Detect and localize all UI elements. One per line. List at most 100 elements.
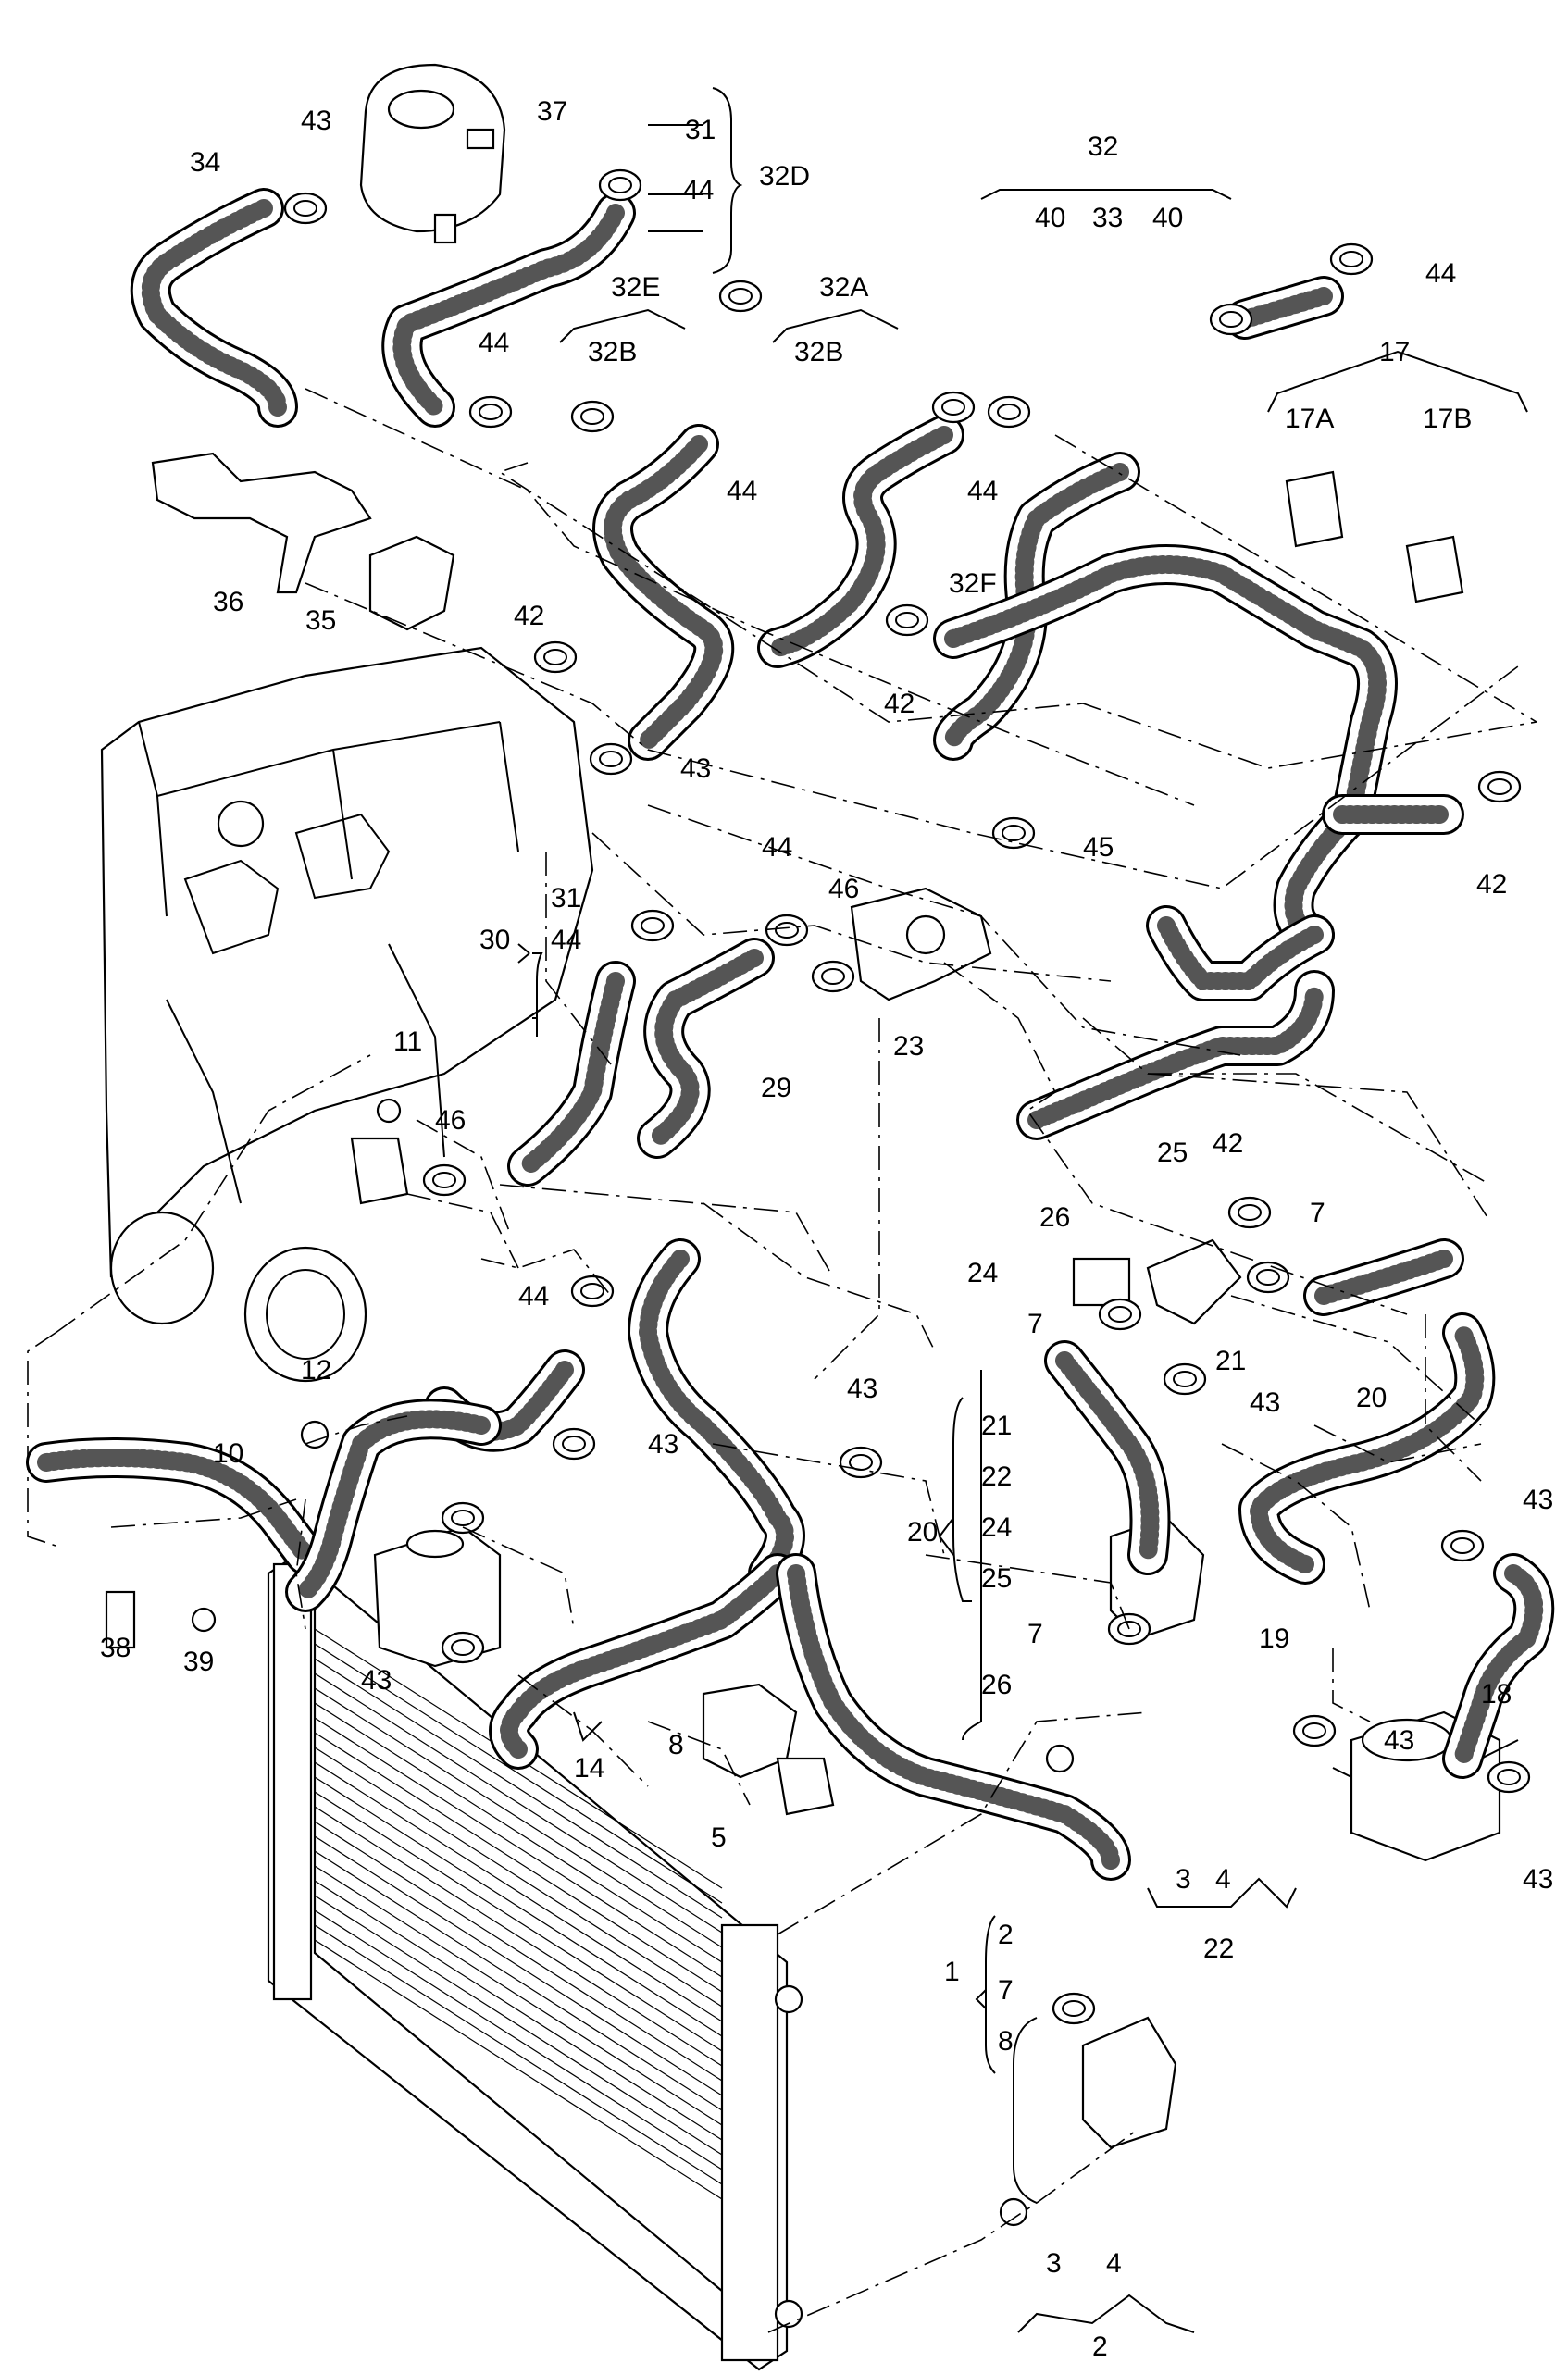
clamp-7 [1209, 303, 1253, 336]
callout-34: 34 [190, 147, 220, 178]
hose-32D [392, 204, 625, 417]
callout-33: 33 [1092, 203, 1123, 233]
clamp-9 [533, 640, 578, 674]
clamp-inner-23 [1173, 1371, 1197, 1387]
callout-44: 44 [762, 832, 792, 863]
clamp-31 [1227, 1196, 1272, 1229]
clamp-27 [1440, 1529, 1485, 1562]
callout-7: 7 [1310, 1198, 1325, 1228]
radiator-fin [314, 1643, 723, 1904]
callout-24: 24 [981, 1512, 1012, 1543]
callout-20: 20 [907, 1517, 938, 1548]
callout-31: 31 [685, 115, 716, 145]
clamp-inner-7 [1219, 311, 1243, 328]
clamp-13 [991, 816, 1036, 850]
callout-44: 44 [1425, 258, 1456, 289]
clamp-inner-13 [1002, 825, 1026, 841]
callout-44: 44 [518, 1281, 549, 1312]
hose-29 [648, 949, 764, 1148]
callout-12: 12 [301, 1355, 331, 1386]
hose-34 [141, 199, 287, 417]
clamp-15 [765, 914, 809, 947]
hose-40 [1236, 287, 1333, 329]
radiator [267, 1553, 803, 2371]
hose-feed-23 [1027, 981, 1324, 1129]
callout-5: 5 [711, 1822, 727, 1853]
radiator-fin [314, 1895, 723, 2156]
callout-17: 17 [1379, 337, 1410, 367]
callout-4: 4 [1215, 1864, 1231, 1895]
hose-18 [1453, 1564, 1544, 1768]
clamp-inner-29 [1497, 1769, 1521, 1785]
clamp-26 [441, 1631, 485, 1664]
callout-4: 4 [1106, 2248, 1122, 2279]
callout-39: 39 [183, 1647, 214, 1677]
clamp-18 [570, 1275, 615, 1308]
clamp-1 [598, 168, 642, 202]
clamp-inner-17 [432, 1172, 456, 1188]
clamp-22 [1246, 1261, 1290, 1294]
clamp-3 [570, 400, 615, 433]
hose-43-upper [638, 1250, 794, 1583]
hose-32-long [944, 555, 1387, 944]
clamp-inner-15 [775, 922, 799, 939]
callout-44: 44 [727, 476, 757, 506]
callout-21: 21 [981, 1411, 1012, 1441]
hose-32E [604, 435, 724, 750]
callout-37: 37 [537, 96, 567, 127]
callout-43: 43 [301, 106, 331, 136]
clamp-16 [811, 960, 855, 993]
clamp-28 [1292, 1714, 1337, 1747]
radiator-fin [314, 1672, 723, 1934]
clamp-inner-22 [1256, 1269, 1280, 1286]
clamp-inner-2 [728, 288, 753, 305]
callout-2: 2 [1092, 2331, 1108, 2362]
clamp-inner-21 [1108, 1306, 1132, 1323]
callout-42: 42 [514, 601, 544, 631]
callout-3: 3 [1176, 1864, 1191, 1895]
callout-38: 38 [100, 1633, 131, 1663]
reference-lines [27, 388, 1537, 2333]
clamp-8 [1329, 242, 1374, 276]
radiator-fin [314, 1806, 723, 2067]
expansion-tank [359, 63, 506, 244]
callout-43: 43 [1523, 1485, 1553, 1515]
callout-36: 36 [213, 587, 243, 617]
clamp-inner-16 [821, 968, 845, 985]
callout-18: 18 [1481, 1679, 1512, 1710]
leader-lines [517, 87, 1528, 2333]
hose-21 [1055, 1351, 1160, 1564]
clamp-inner-6 [997, 404, 1021, 420]
callout-26: 26 [981, 1670, 1012, 1700]
callout-10: 10 [213, 1438, 243, 1469]
radiator-fin [314, 1835, 723, 2096]
radiator-fin [314, 1747, 723, 2008]
clamp-5 [931, 391, 976, 424]
hose-14 [500, 1564, 787, 1759]
radiator-fin [314, 1909, 723, 2170]
callout-17A: 17A [1285, 404, 1334, 434]
callout-8: 8 [668, 1730, 684, 1760]
hoses [26, 188, 1555, 1881]
callout-43: 43 [1250, 1387, 1280, 1418]
hose-long-1 [787, 1564, 1120, 1870]
callout-43: 43 [1384, 1725, 1414, 1756]
callout-22: 22 [981, 1461, 1012, 1492]
clamp-17 [422, 1163, 467, 1197]
clamp-25 [441, 1501, 485, 1535]
clamp-4 [468, 395, 513, 429]
clamp-2 [718, 280, 763, 313]
clamp-inner-8 [1339, 251, 1363, 267]
clamp-inner-0 [293, 200, 317, 217]
callout-44: 44 [683, 175, 714, 205]
clamp-29 [1487, 1760, 1531, 1794]
radiator-fin [314, 1658, 723, 1919]
callout-35: 35 [305, 605, 336, 636]
hose-17-branch [1157, 805, 1453, 990]
hose-10b [296, 1410, 491, 1601]
clamp-inner-12 [599, 751, 623, 767]
clamp-inner-10 [895, 612, 919, 628]
callout-44: 44 [967, 476, 998, 506]
